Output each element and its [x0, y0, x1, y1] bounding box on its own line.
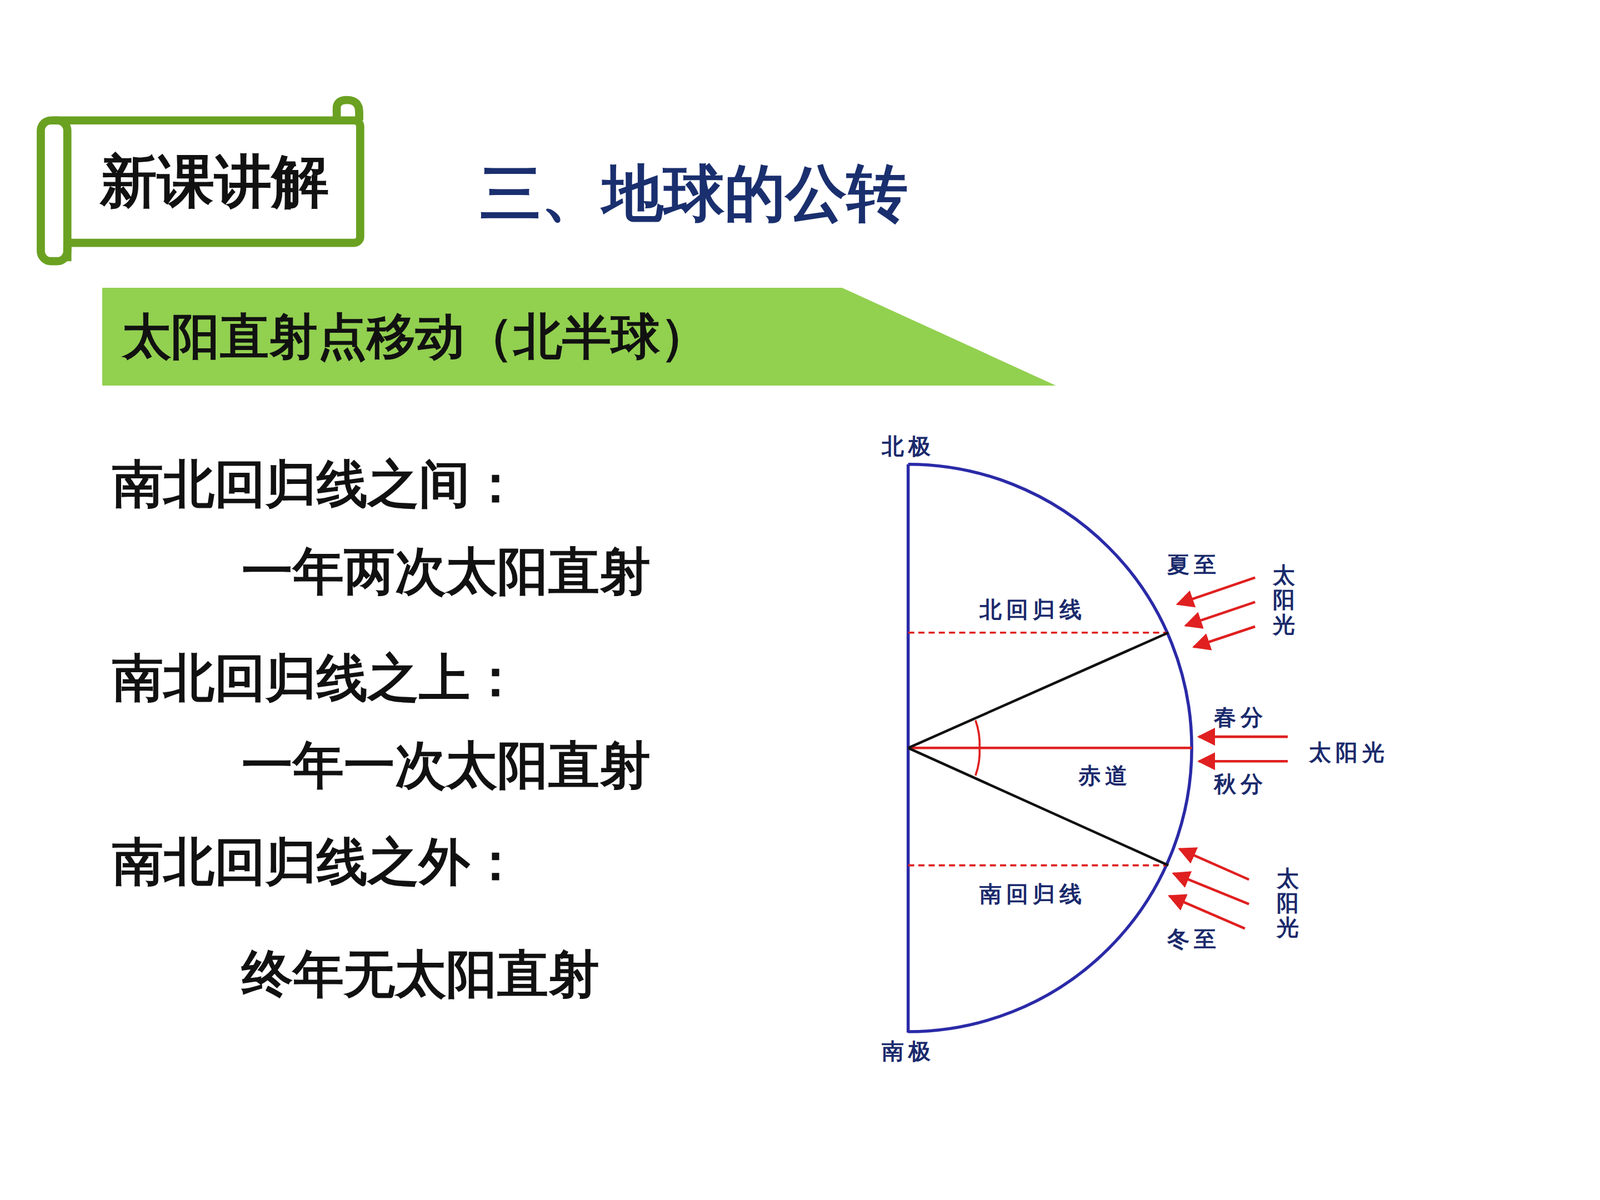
- diagram-label: 夏至: [1167, 548, 1221, 580]
- point-text: 南北回归线之间：: [112, 450, 522, 519]
- diagram-label: 冬至: [1167, 923, 1221, 954]
- topic-banner: 太阳直射点移动（北半球）: [102, 287, 1057, 386]
- earth-half: [908, 464, 1193, 1033]
- node-text: 太阳直射点移动（北半球）: [102, 303, 710, 370]
- point-text: 一年两次太阳直射: [241, 537, 651, 606]
- point-text: 终年无太阳直射: [241, 940, 600, 1009]
- diagram-label: 太阳光: [1276, 866, 1299, 940]
- banner-fill: [102, 287, 1057, 386]
- point-text: 南北回归线之外：: [112, 828, 522, 897]
- diagram-label: 南回归线: [979, 878, 1087, 909]
- diagram-label: 太阳光: [1272, 562, 1295, 637]
- diagram-label: 北极: [881, 430, 935, 462]
- point-text: 一年一次太阳直射: [241, 731, 651, 800]
- diagram-label: 北回归线: [979, 593, 1087, 625]
- node-text: 新课讲解: [100, 143, 329, 222]
- page-title: 三、地球的公转: [480, 152, 908, 235]
- section-tag: 新课讲解: [71, 126, 358, 239]
- diagram-label: 太阳光: [1308, 736, 1389, 768]
- diagram-label: 赤道: [1078, 760, 1132, 791]
- scroll-frame: [40, 100, 360, 262]
- point-text: 南北回归线之上：: [112, 644, 522, 713]
- diagram-label: 南极: [881, 1035, 935, 1067]
- diagram-label: 秋分: [1213, 768, 1268, 799]
- diagram-label: 春分: [1213, 702, 1268, 733]
- sun-rays: [1169, 577, 1288, 929]
